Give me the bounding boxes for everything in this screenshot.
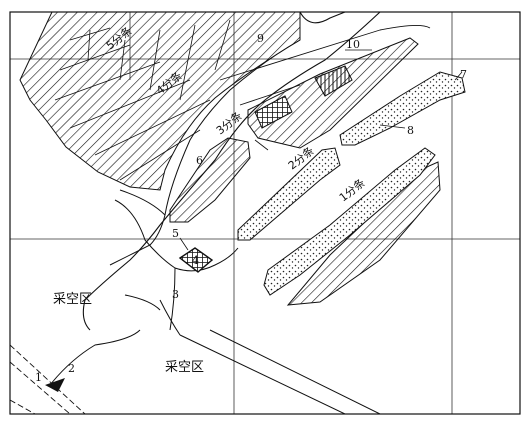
cross-block bbox=[254, 95, 293, 129]
label-9: 9 bbox=[257, 32, 264, 45]
label-10: 10 bbox=[346, 38, 360, 51]
small-triangle bbox=[45, 378, 65, 392]
strip-3-block bbox=[247, 37, 419, 149]
label-2: 2 bbox=[68, 362, 75, 375]
strip-1-dotted bbox=[263, 147, 436, 296]
strip-3-label: 3分条 bbox=[213, 108, 244, 137]
label-4: 4 bbox=[192, 254, 199, 267]
dashed-lines bbox=[10, 344, 86, 414]
map-frame bbox=[9, 11, 521, 415]
label-6: 6 bbox=[196, 154, 203, 167]
label-1: 1 bbox=[35, 371, 42, 384]
label-3: 3 bbox=[172, 288, 179, 301]
roadway-right-branch bbox=[219, 25, 431, 106]
leader-lines bbox=[179, 49, 463, 251]
goaf-label-bottom: 采空区 bbox=[165, 360, 204, 375]
strip-8-block bbox=[339, 71, 466, 146]
block-4 bbox=[178, 247, 214, 273]
label-7: 7 bbox=[460, 68, 467, 81]
label-8: 8 bbox=[407, 124, 414, 137]
label-5: 5 bbox=[172, 227, 179, 240]
goaf-label-left: 采空区 bbox=[53, 292, 92, 307]
strip-6-block bbox=[169, 137, 251, 223]
brick-lines bbox=[54, 19, 231, 181]
roadway-lower-branch bbox=[49, 189, 381, 414]
block-10 bbox=[314, 65, 353, 97]
strip-2-block bbox=[237, 147, 341, 241]
